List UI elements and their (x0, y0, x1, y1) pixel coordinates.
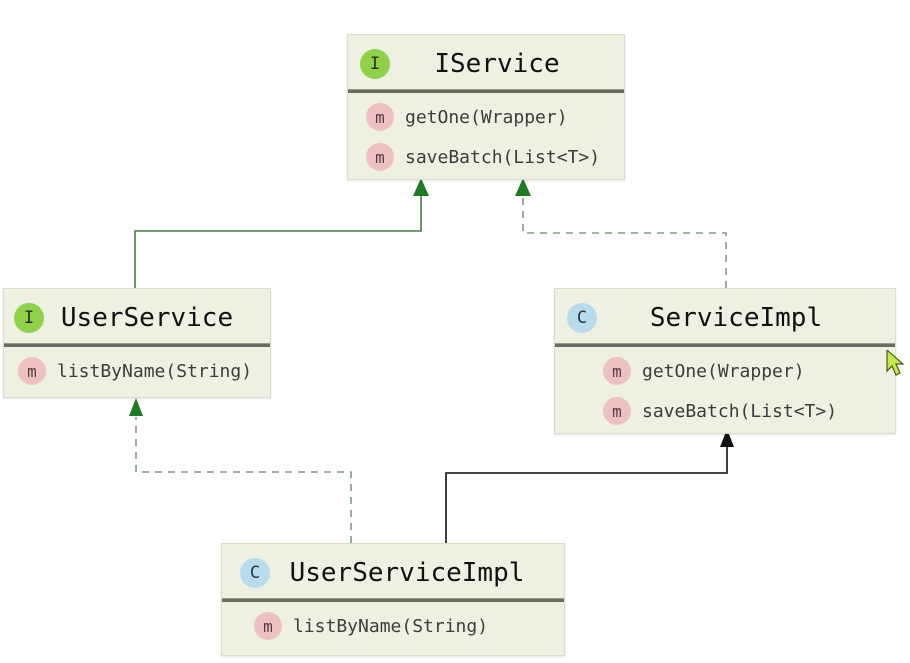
node-members-userservice: m listByName(String) (4, 347, 270, 397)
node-title-userservice: UserService (60, 303, 234, 333)
member-label: getOne(Wrapper) (405, 106, 568, 128)
node-header-iservice: I IService (348, 35, 624, 93)
member-row[interactable]: m getOne(Wrapper) (555, 351, 895, 391)
method-badge-icon: m (366, 103, 394, 131)
member-label: listByName(String) (57, 360, 253, 382)
interface-badge-icon: I (360, 49, 390, 79)
member-label: saveBatch(List<T>) (405, 146, 601, 168)
method-badge-icon: m (18, 357, 46, 385)
method-badge-icon: m (603, 397, 631, 425)
node-title-userserviceimpl: UserServiceImpl (289, 558, 525, 588)
edge-userservice-to-iservice (134, 178, 429, 288)
member-row[interactable]: m saveBatch(List<T>) (555, 391, 895, 431)
member-row[interactable]: m listByName(String) (222, 606, 564, 646)
node-header-userservice: I UserService (4, 289, 270, 347)
interface-badge-icon: I (14, 303, 44, 333)
class-badge-icon: C (240, 558, 270, 588)
method-badge-icon: m (366, 143, 394, 171)
member-label: listByName(String) (293, 615, 489, 637)
node-header-userserviceimpl: C UserServiceImpl (222, 544, 564, 602)
member-row[interactable]: m listByName(String) (4, 351, 270, 391)
class-badge-icon: C (567, 303, 597, 333)
node-members-iservice: m getOne(Wrapper) m saveBatch(List<T>) (348, 93, 624, 183)
node-members-userserviceimpl: m listByName(String) (222, 602, 564, 652)
arrowhead-triangle-icon (129, 398, 143, 416)
member-row[interactable]: m saveBatch(List<T>) (348, 137, 624, 177)
method-badge-icon: m (254, 612, 282, 640)
node-header-serviceimpl: C ServiceImpl (555, 289, 895, 347)
edge-serviceimpl-to-iservice (515, 178, 727, 288)
method-badge-icon: m (603, 357, 631, 385)
member-label: getOne(Wrapper) (642, 360, 805, 382)
edge-userserviceimpl-to-serviceimpl (445, 429, 734, 543)
member-row[interactable]: m getOne(Wrapper) (348, 97, 624, 137)
uml-node-iservice[interactable]: I IService m getOne(Wrapper) m saveBatch… (347, 34, 625, 180)
member-label: saveBatch(List<T>) (642, 400, 838, 422)
uml-node-serviceimpl[interactable]: C ServiceImpl m getOne(Wrapper) m saveBa… (554, 288, 896, 434)
node-title-iservice: IService (434, 49, 560, 79)
node-members-serviceimpl: m getOne(Wrapper) m saveBatch(List<T>) (555, 347, 895, 437)
edge-userserviceimpl-to-userservice (129, 398, 352, 543)
uml-node-userservice[interactable]: I UserService m listByName(String) (3, 288, 271, 398)
uml-node-userserviceimpl[interactable]: C UserServiceImpl m listByName(String) (221, 543, 565, 656)
node-title-serviceimpl: ServiceImpl (649, 303, 823, 333)
